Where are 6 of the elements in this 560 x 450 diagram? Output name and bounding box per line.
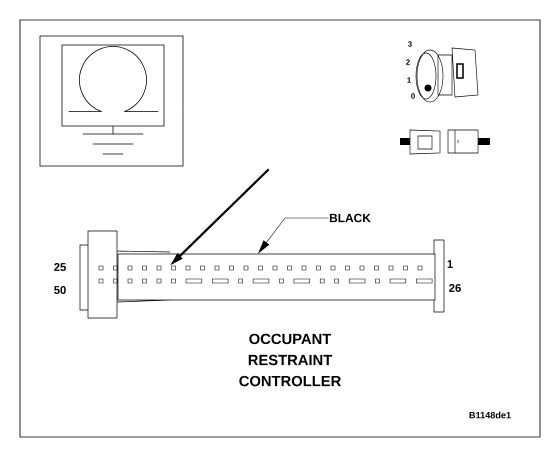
pin-number: 25 (54, 263, 66, 271)
wire-color-label: BLACK (330, 214, 371, 222)
pin-number: 50 (54, 286, 66, 294)
figure-code: B1148de1 (470, 412, 511, 418)
connector-drawing (80, 230, 444, 318)
component-label: OCCUPANT RESTRAINT CONTROLLER (239, 334, 341, 386)
